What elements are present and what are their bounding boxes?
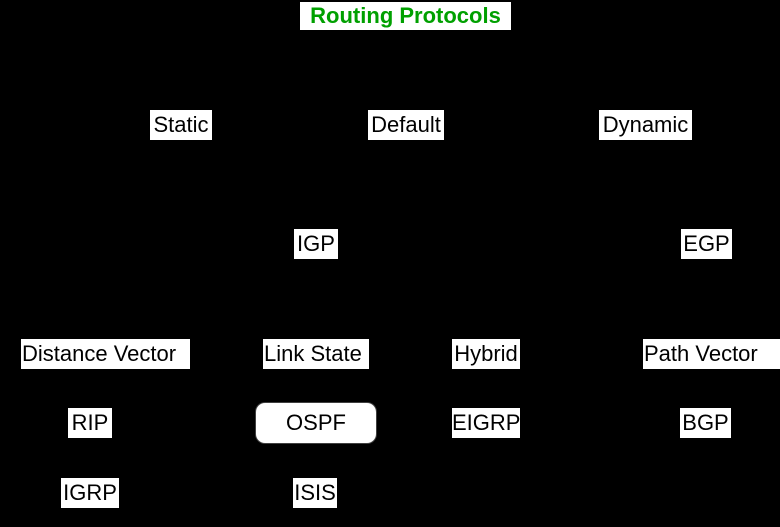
- node-eigrp[interactable]: EIGRP: [452, 408, 520, 438]
- node-path-vector[interactable]: Path Vector: [643, 339, 780, 369]
- node-rip[interactable]: RIP: [68, 408, 112, 438]
- node-isis[interactable]: ISIS: [293, 478, 337, 508]
- node-igrp[interactable]: IGRP: [61, 478, 119, 508]
- node-hybrid[interactable]: Hybrid: [452, 339, 520, 369]
- node-static[interactable]: Static: [150, 110, 212, 140]
- node-bgp[interactable]: BGP: [680, 408, 731, 438]
- node-egp[interactable]: EGP: [681, 229, 732, 259]
- node-ospf[interactable]: OSPF: [256, 403, 376, 443]
- node-default[interactable]: Default: [368, 110, 444, 140]
- node-distance-vector[interactable]: Distance Vector: [21, 339, 190, 369]
- diagram-title: Routing Protocols: [300, 2, 511, 30]
- node-link-state[interactable]: Link State: [263, 339, 369, 369]
- node-dynamic[interactable]: Dynamic: [599, 110, 692, 140]
- node-igp[interactable]: IGP: [294, 229, 338, 259]
